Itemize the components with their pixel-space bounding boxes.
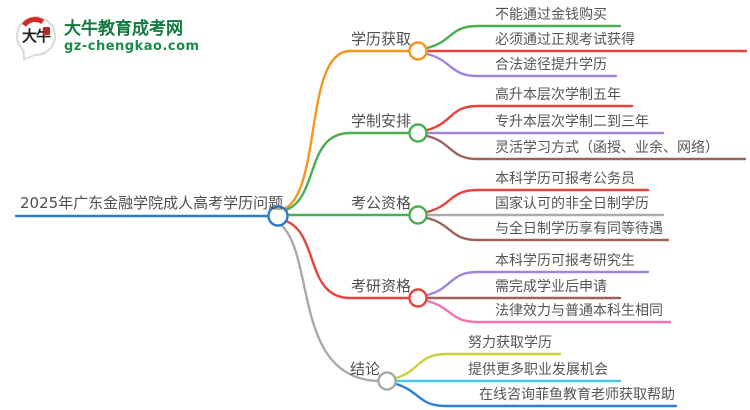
- branch-3-label[interactable]: 考研资格: [351, 277, 412, 295]
- branch-0-child-0-line: [425, 24, 622, 50]
- branch-3-child-2-line: [425, 299, 672, 324]
- logo-icon-seal: [43, 27, 50, 35]
- branch-1-child-0-line: [425, 104, 634, 132]
- leaf-label[interactable]: 高升本层次学制五年: [495, 87, 621, 103]
- branch-3-node-circle[interactable]: [408, 288, 428, 308]
- logo[interactable]: 大牛 大牛教育成考网 gz-chengkao.com: [16, 14, 200, 61]
- leaf-label[interactable]: 不能通过金钱购买: [495, 7, 607, 23]
- logo-title: 大牛教育成考网: [64, 18, 183, 39]
- branch-3-child-0-line: [425, 270, 650, 297]
- leaf-label[interactable]: 合法途径提升学历: [495, 57, 607, 73]
- leaf-label[interactable]: 在线咨询菲鱼教育老师获取帮助: [479, 387, 675, 403]
- branch-4-child-0-line: [394, 352, 562, 380]
- leaf-label[interactable]: 努力获取学历: [468, 335, 552, 351]
- leaf-label[interactable]: 提供更多职业发展机会: [468, 362, 608, 378]
- branch-3-line: [281, 218, 411, 300]
- branch-2-child-2-line: [425, 216, 670, 242]
- logo-domain: gz-chengkao.com: [64, 38, 200, 54]
- branch-0-child-2-line: [425, 52, 618, 78]
- branch-2-child-0-line: [425, 188, 650, 214]
- branch-1-node-circle[interactable]: [408, 123, 428, 143]
- leaf-label[interactable]: 与全日制学历享有同等待遇: [495, 221, 663, 237]
- branch-4-node-circle[interactable]: [377, 371, 397, 391]
- leaf-label[interactable]: 法律效力与普通本科生相同: [495, 303, 663, 319]
- branch-4-child-2-line: [394, 382, 678, 408]
- branch-2-label[interactable]: 考公资格: [351, 194, 412, 212]
- branch-1-label[interactable]: 学制安排: [351, 112, 412, 130]
- branch-1-line: [281, 131, 411, 213]
- leaf-label[interactable]: 国家认可的非全日制学历: [495, 196, 649, 212]
- root-node-circle[interactable]: [267, 205, 289, 227]
- leaf-label[interactable]: 必须通过正规考试获得: [495, 32, 635, 48]
- leaf-label[interactable]: 灵活学习方式（函授、业余、网络）: [495, 140, 719, 156]
- branch-0-node-circle[interactable]: [408, 41, 428, 61]
- branch-4-label[interactable]: 结论: [350, 360, 381, 378]
- leaf-label[interactable]: 本科学历可报考研究生: [495, 253, 635, 269]
- logo-icon: 大牛: [16, 14, 56, 61]
- branch-1-child-2-line: [425, 134, 747, 161]
- root-node-label[interactable]: 2025年广东金融学院成人高考学历问题: [20, 194, 284, 212]
- branch-4-line: [278, 222, 380, 383]
- leaf-label[interactable]: 需完成学业后申请: [495, 279, 607, 295]
- branch-0-line: [282, 49, 411, 211]
- leaf-label[interactable]: 专升本层次学制二到三年: [495, 114, 649, 130]
- leaf-label[interactable]: 本科学历可报考公务员: [495, 171, 635, 187]
- branch-2-node-circle[interactable]: [408, 205, 428, 225]
- branch-0-label[interactable]: 学历获取: [351, 30, 412, 48]
- logo-text: 大牛教育成考网 gz-chengkao.com: [64, 19, 200, 54]
